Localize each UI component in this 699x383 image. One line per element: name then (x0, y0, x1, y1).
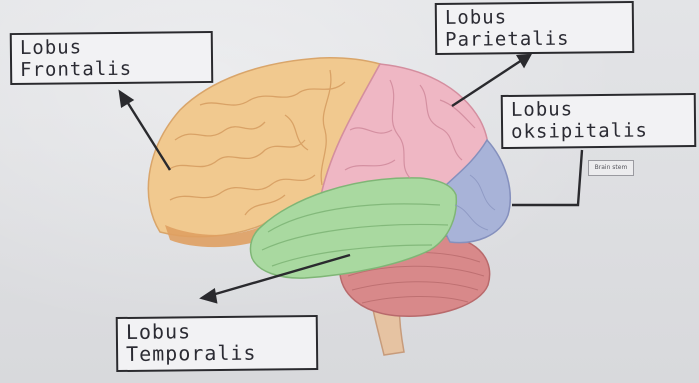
parietal-arrowhead (518, 55, 530, 66)
label-parietal-line1: Lobus (445, 5, 624, 29)
label-lobus-frontalis: Lobus Frontalis (10, 31, 214, 85)
temporal-arrowhead (202, 290, 216, 302)
label-lobus-temporalis: Lobus Temporalis (116, 315, 319, 372)
label-frontal-line1: Lobus (20, 35, 203, 59)
label-temporal-line1: Lobus (126, 319, 308, 343)
occipital-connector (512, 150, 582, 205)
label-oksipital-line1: Lobus (511, 97, 686, 121)
label-lobus-oksipitalis: Lobus oksipitalis (501, 93, 697, 149)
small-sticker-label: Brain stem (588, 160, 634, 176)
label-frontal-line2: Frontalis (20, 57, 203, 81)
frontal-arrowhead (120, 92, 132, 106)
label-parietal-line2: Parietalis (445, 27, 624, 51)
label-temporal-line2: Temporalis (126, 341, 308, 365)
label-oksipital-line2: oksipitalis (511, 119, 686, 143)
label-lobus-parietalis: Lobus Parietalis (435, 1, 635, 55)
